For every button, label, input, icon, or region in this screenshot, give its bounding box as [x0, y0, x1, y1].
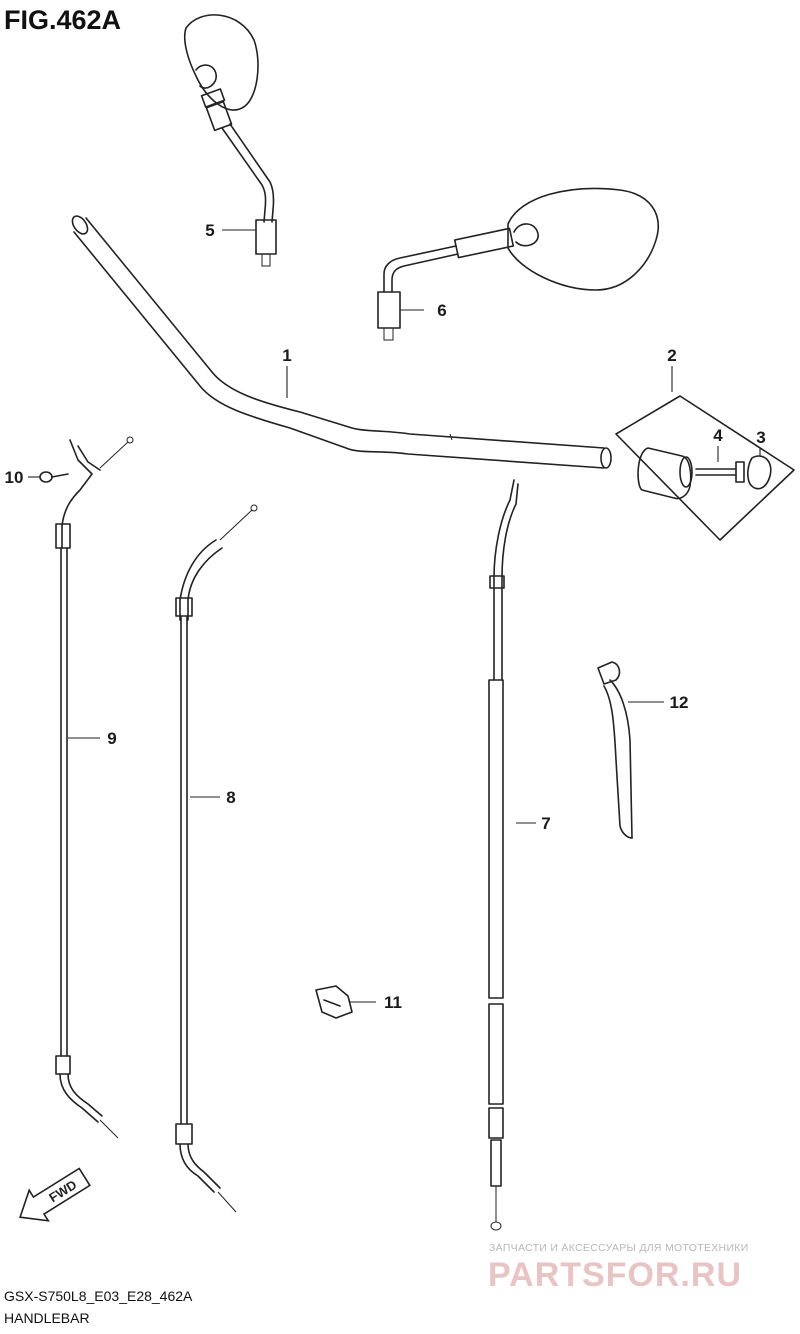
figure-title: FIG.462A — [4, 5, 121, 35]
throttle-cable — [175, 504, 258, 1213]
part-label-3: 3 — [756, 428, 765, 447]
cable-clamp — [315, 985, 353, 1019]
screw — [39, 471, 69, 483]
bar-end-weight-assembly — [615, 395, 795, 541]
part-label-6: 6 — [437, 301, 446, 320]
clutch-cable — [55, 436, 134, 1139]
handlebar — [71, 215, 612, 469]
part-label-9: 9 — [107, 729, 116, 748]
part-label-2: 2 — [667, 346, 676, 365]
model-code: GSX-S750L8_E03_E28_462A — [4, 1288, 193, 1304]
mirror-left — [183, 14, 277, 267]
cable-tie — [597, 661, 633, 839]
part-label-1: 1 — [282, 346, 291, 365]
part-label-5: 5 — [205, 221, 214, 240]
mirror-right — [377, 187, 660, 341]
part-label-12: 12 — [670, 693, 689, 712]
part-label-11: 11 — [384, 993, 402, 1012]
long-cable — [488, 479, 519, 1231]
watermark: ЗАПЧАСТИ И АКСЕССУАРЫ ДЛЯ МОТОТЕХНИКИ PA… — [488, 1242, 749, 1294]
part-label-10: 10 — [5, 468, 24, 487]
part-label-4: 4 — [713, 426, 723, 445]
leader-lines — [28, 229, 761, 1003]
fwd-arrow: FWD — [19, 1167, 91, 1222]
watermark-tagline: ЗАПЧАСТИ И АКСЕССУАРЫ ДЛЯ МОТОТЕХНИКИ — [489, 1242, 749, 1254]
watermark-brand: PARTSFOR.RU — [488, 1256, 742, 1294]
part-labels: 1 2 3 4 5 6 7 8 9 10 11 12 — [5, 221, 766, 1012]
part-label-8: 8 — [226, 788, 235, 807]
section-name: HANDLEBAR — [4, 1310, 90, 1326]
part-label-7: 7 — [541, 814, 550, 833]
